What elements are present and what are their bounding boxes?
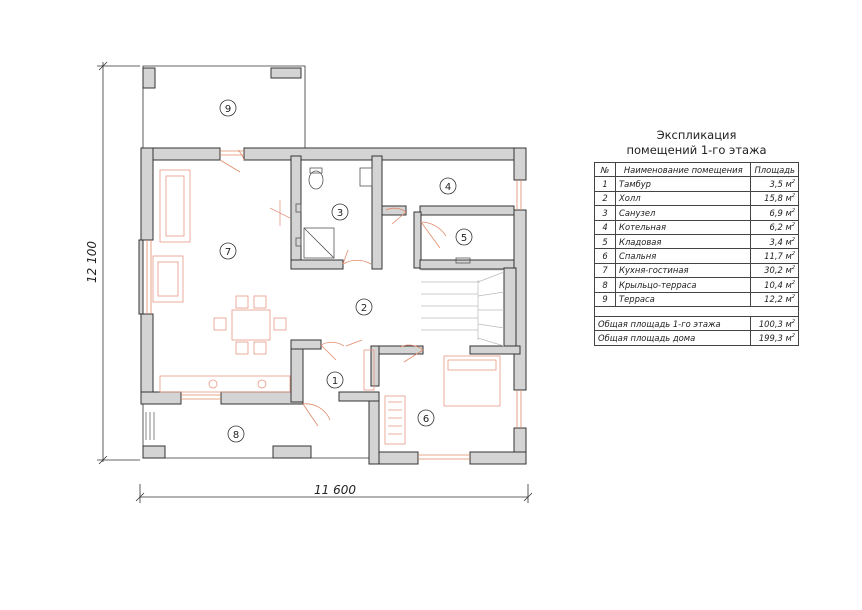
area-unit-sup: 2 bbox=[791, 251, 795, 258]
explication-title-line2: помещений 1-го этажа bbox=[626, 143, 767, 157]
room-area-cell: 10,4 м2 bbox=[750, 277, 799, 293]
door-swings bbox=[219, 149, 447, 427]
room-name-cell: Тамбур bbox=[614, 176, 752, 192]
boiler-fixture bbox=[455, 257, 471, 264]
header-name: Наименование помещения bbox=[614, 161, 752, 178]
room-marker-8: 8 bbox=[233, 430, 239, 441]
header-area: Площадь bbox=[750, 161, 799, 178]
room-area-value: 10,4 м bbox=[764, 279, 792, 290]
area-unit-sup: 2 bbox=[791, 236, 795, 243]
area-unit-sup: 2 bbox=[791, 294, 795, 301]
room-area-cell: 12,2 м2 bbox=[750, 291, 799, 307]
room-marker-7: 7 bbox=[225, 247, 231, 258]
room-num-cell: 5 bbox=[594, 233, 616, 250]
room-num-cell: 2 bbox=[594, 190, 616, 207]
terrace-railing bbox=[145, 412, 155, 440]
header-num: № bbox=[594, 161, 616, 178]
width-dimension-label: 11 600 bbox=[314, 483, 356, 497]
area-unit-sup: 2 bbox=[791, 208, 795, 215]
room-name-cell: Котельная bbox=[614, 219, 752, 235]
area-unit-sup: 2 bbox=[791, 280, 795, 287]
room-area-value: 15,8 м bbox=[764, 193, 792, 204]
room-area-cell: 6,9 м2 bbox=[750, 205, 799, 221]
room-name-cell: Кладовая bbox=[614, 233, 752, 250]
room-num-cell: 8 bbox=[594, 277, 616, 293]
room-area-cell: 11,7 м2 bbox=[750, 248, 799, 264]
room-marker-4: 4 bbox=[445, 182, 451, 193]
room-num-cell: 9 bbox=[594, 291, 616, 307]
room-name-cell: Кухня-гостиная bbox=[614, 262, 752, 279]
room-area-cell: 3,4 м2 bbox=[750, 233, 799, 250]
furniture bbox=[152, 169, 501, 445]
room-area-value: 6,2 м bbox=[769, 222, 792, 233]
gap-cell bbox=[594, 305, 799, 317]
room-marker-2: 2 bbox=[361, 303, 367, 314]
room-area-value: 3,5 м bbox=[769, 179, 792, 190]
room-name-cell: Крыльцо-терраса bbox=[614, 277, 752, 293]
room-area-value: 11,7 м bbox=[764, 251, 792, 262]
room-area-cell: 6,2 м2 bbox=[750, 219, 799, 235]
area-unit-sup: 2 bbox=[791, 318, 795, 325]
explication-block: Экспликация помещений 1-го этажа № Наиме… bbox=[593, 128, 799, 346]
explication-title-line1: Экспликация bbox=[656, 128, 737, 142]
area-unit-sup: 2 bbox=[791, 222, 795, 229]
room-markers bbox=[219, 99, 473, 443]
height-dimension-label: 12 100 bbox=[85, 241, 99, 283]
room-num-cell: 1 bbox=[594, 176, 616, 192]
area-unit-sup: 2 bbox=[791, 265, 795, 272]
total-area-value: 199,3 м bbox=[758, 332, 792, 343]
room-name-cell: Санузел bbox=[614, 205, 752, 221]
area-unit-sup: 2 bbox=[791, 193, 795, 200]
total-name-cell: Общая площадь дома bbox=[593, 330, 752, 346]
room-area-value: 3,4 м bbox=[769, 236, 792, 247]
room-area-cell: 30,2 м2 bbox=[750, 262, 799, 279]
room-num-cell: 7 bbox=[594, 262, 616, 279]
dimension-lines bbox=[97, 61, 533, 503]
room-marker-3: 3 bbox=[337, 208, 343, 219]
room-num-cell: 6 bbox=[594, 248, 616, 264]
bathroom-fixtures bbox=[295, 167, 373, 259]
window-frame bbox=[138, 239, 144, 315]
room-marker-9: 9 bbox=[225, 104, 231, 115]
table-gap-row bbox=[594, 305, 799, 317]
staircase bbox=[421, 269, 505, 347]
room-marker-6: 6 bbox=[423, 414, 429, 425]
total-area-value: 100,3 м bbox=[758, 318, 792, 329]
room-marker-5: 5 bbox=[461, 233, 467, 244]
room-name-cell: Терраса bbox=[614, 291, 752, 307]
total-area-cell: 199,3 м2 bbox=[750, 330, 799, 346]
walls bbox=[140, 67, 527, 465]
area-unit-sup: 2 bbox=[791, 179, 795, 186]
area-unit-sup: 2 bbox=[791, 333, 795, 340]
room-area-cell: 15,8 м2 bbox=[750, 190, 799, 207]
room-num-cell: 3 bbox=[594, 205, 616, 221]
room-num-cell: 4 bbox=[594, 219, 616, 235]
room-name-cell: Спальня bbox=[614, 248, 752, 264]
room-area-value: 6,9 м bbox=[769, 207, 792, 218]
room-area-value: 12,2 м bbox=[764, 294, 792, 305]
room-area-cell: 3,5 м2 bbox=[750, 176, 799, 192]
room-area-value: 30,2 м bbox=[764, 265, 792, 276]
room-name-cell: Холл bbox=[614, 190, 752, 207]
explication-header-row: № Наименование помещения Площадь bbox=[594, 161, 799, 178]
total-name-cell: Общая площадь 1-го этажа bbox=[593, 315, 752, 332]
total-area-cell: 100,3 м2 bbox=[750, 315, 799, 332]
room-marker-1: 1 bbox=[332, 376, 338, 387]
windows bbox=[142, 150, 522, 460]
